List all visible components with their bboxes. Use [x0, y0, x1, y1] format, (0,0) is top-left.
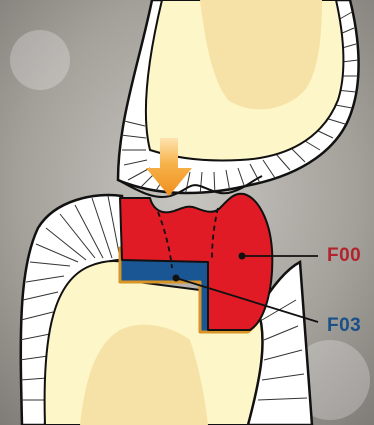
label-f00: F00: [327, 245, 361, 267]
label-f03: F03: [327, 315, 361, 337]
